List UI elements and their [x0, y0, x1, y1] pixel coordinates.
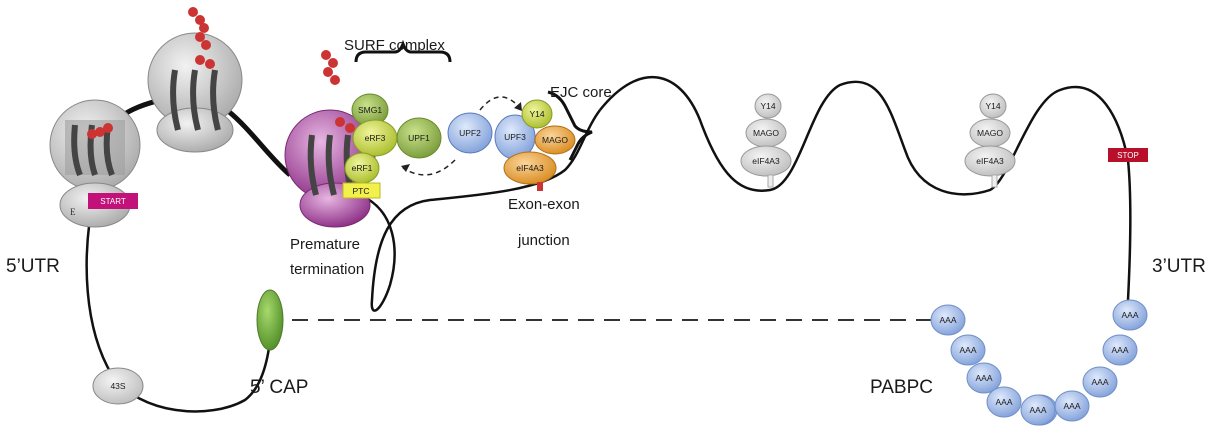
ribosome-start: E	[49, 99, 141, 228]
pabpc-chain: AAAAAAAAAAAAAAAAAAAAAAAAAAAAAA	[930, 299, 1148, 426]
polya-label: AAA	[1121, 310, 1138, 320]
smg1-label: SMG1	[358, 105, 382, 115]
utr3-label: 3’UTR	[1152, 256, 1206, 277]
pabpc-protein	[930, 304, 966, 336]
cap-5	[256, 289, 284, 351]
mrna-strand-downstream	[599, 75, 1132, 301]
start-tag	[88, 193, 138, 209]
premature-label-2: termination	[290, 261, 364, 278]
polya-label: AAA	[959, 345, 976, 355]
premature-label-1: Premature	[290, 236, 360, 253]
erf3-label: eRF3	[365, 133, 386, 143]
surf-complex: SMG1 eRF3 eRF1 UPF1	[344, 93, 442, 184]
ejc2-y14-label: Y14	[985, 101, 1000, 111]
upf2-label: UPF2	[459, 128, 481, 138]
pabpc-protein	[950, 334, 986, 366]
stop-tag	[1108, 148, 1148, 162]
upf2-protein	[447, 112, 493, 154]
surf-complex-label: SURF complex	[344, 37, 445, 54]
pabpc-protein	[1102, 334, 1138, 366]
ptc-tag-label: PTC	[353, 186, 370, 196]
ejc-y14-label: Y14	[529, 109, 544, 119]
ejc-downstream-2: Y14 MAGO eIF4A3	[964, 93, 1016, 188]
polya-label: AAA	[1091, 377, 1108, 387]
ptc-tag	[342, 182, 381, 199]
released-peptide	[321, 50, 340, 85]
upf3-label: UPF3	[504, 132, 526, 142]
pabpc-protein	[1054, 390, 1090, 422]
pabpc-protein	[966, 362, 1002, 394]
cap5-label: 5’ CAP	[250, 377, 308, 398]
mrna-strand	[85, 189, 274, 413]
pabpc-protein	[1020, 394, 1056, 426]
pabpc-label: PABPC	[870, 377, 933, 398]
polya-label: AAA	[975, 373, 992, 383]
nascent-peptide	[188, 7, 211, 50]
polya-label: AAA	[1029, 405, 1046, 415]
ejc1-mago-label: MAGO	[753, 128, 779, 138]
ribosome-43s	[92, 367, 144, 405]
ejc2-mago-label: MAGO	[977, 128, 1003, 138]
start-tag-label: START	[100, 197, 126, 206]
interaction-arrow-upper	[479, 96, 521, 111]
pabpc-protein	[1112, 299, 1148, 331]
utr5-label: 5’UTR	[6, 256, 60, 277]
ribosome-translating	[147, 7, 243, 153]
ejc1-eif4a3-label: eIF4A3	[752, 156, 780, 166]
polya-label: AAA	[939, 315, 956, 325]
exon-junction-label-1: Exon-exon	[508, 196, 580, 213]
ejc2-eif4a3-label: eIF4A3	[976, 156, 1004, 166]
stop-tag-label: STOP	[1117, 151, 1139, 160]
polya-label: AAA	[995, 397, 1012, 407]
ejc-downstream-1: Y14 MAGO eIF4A3	[740, 93, 792, 188]
pabpc-protein	[986, 386, 1022, 418]
ejc-mago-label: MAGO	[542, 135, 568, 145]
polya-label: AAA	[1111, 345, 1128, 355]
ejc-main: UPF3 Y14 MAGO eIF4A3	[494, 99, 576, 191]
mrna-strand-ptc-loop	[359, 109, 602, 312]
erf1-label: eRF1	[352, 163, 373, 173]
ejc1-y14-label: Y14	[760, 101, 775, 111]
ejc-brace	[547, 90, 593, 161]
ribosome-e-site-label: E	[70, 207, 76, 217]
surf-brace	[354, 39, 452, 63]
exon-junction-label-2: junction	[517, 232, 570, 249]
polya-label: AAA	[1063, 401, 1080, 411]
pabpc-protein	[1082, 366, 1118, 398]
interaction-arrow-lower	[402, 159, 456, 176]
ribosome-43s-label: 43S	[110, 381, 125, 391]
upf1-label: UPF1	[408, 133, 430, 143]
ejc-core-label: EJC core	[550, 84, 612, 101]
ejc-eif4a3-label: eIF4A3	[516, 163, 544, 173]
